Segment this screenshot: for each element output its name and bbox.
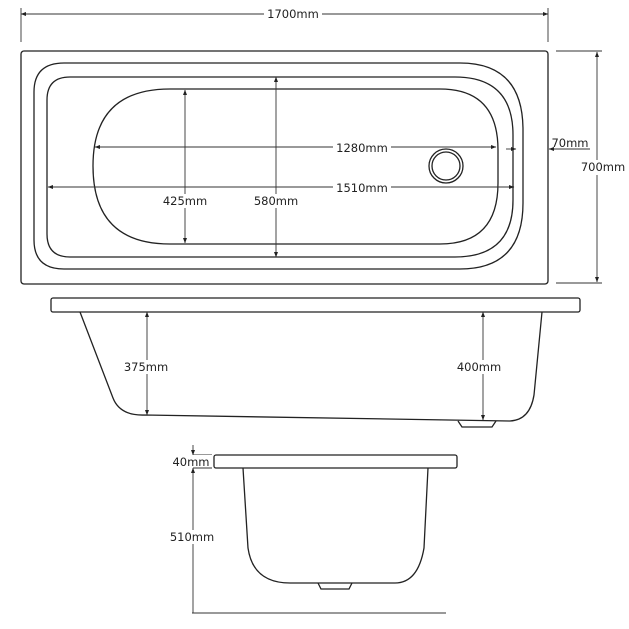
drain-inner bbox=[431, 151, 461, 181]
bath-floor bbox=[92, 88, 499, 245]
side-rim bbox=[50, 297, 581, 313]
label-400: 400mm bbox=[457, 360, 501, 374]
label-40: 40mm bbox=[172, 455, 209, 469]
end-rim bbox=[213, 454, 458, 469]
plan-view: 1700mm 1280mm 1510mm 425mm 580mm 70mm 70… bbox=[20, 6, 628, 285]
label-425: 425mm bbox=[163, 194, 207, 208]
label-1700: 1700mm bbox=[267, 7, 319, 21]
label-1280: 1280mm bbox=[336, 141, 388, 155]
bowl-inner-edge bbox=[46, 76, 514, 258]
end-view: 40mm 510mm bbox=[168, 445, 458, 614]
label-1510: 1510mm bbox=[336, 181, 388, 195]
label-700: 700mm bbox=[581, 160, 625, 174]
label-510: 510mm bbox=[170, 530, 214, 544]
side-view: 375mm 400mm bbox=[50, 297, 581, 428]
bowl-outer-edge bbox=[33, 62, 524, 270]
label-580: 580mm bbox=[254, 194, 298, 208]
end-body bbox=[242, 467, 429, 584]
label-375: 375mm bbox=[124, 360, 168, 374]
label-70: 70mm bbox=[551, 136, 588, 150]
rim-outline bbox=[20, 50, 549, 285]
side-body bbox=[79, 311, 543, 422]
drain-outer bbox=[428, 148, 464, 184]
side-foot bbox=[457, 420, 497, 428]
end-foot bbox=[317, 582, 353, 590]
